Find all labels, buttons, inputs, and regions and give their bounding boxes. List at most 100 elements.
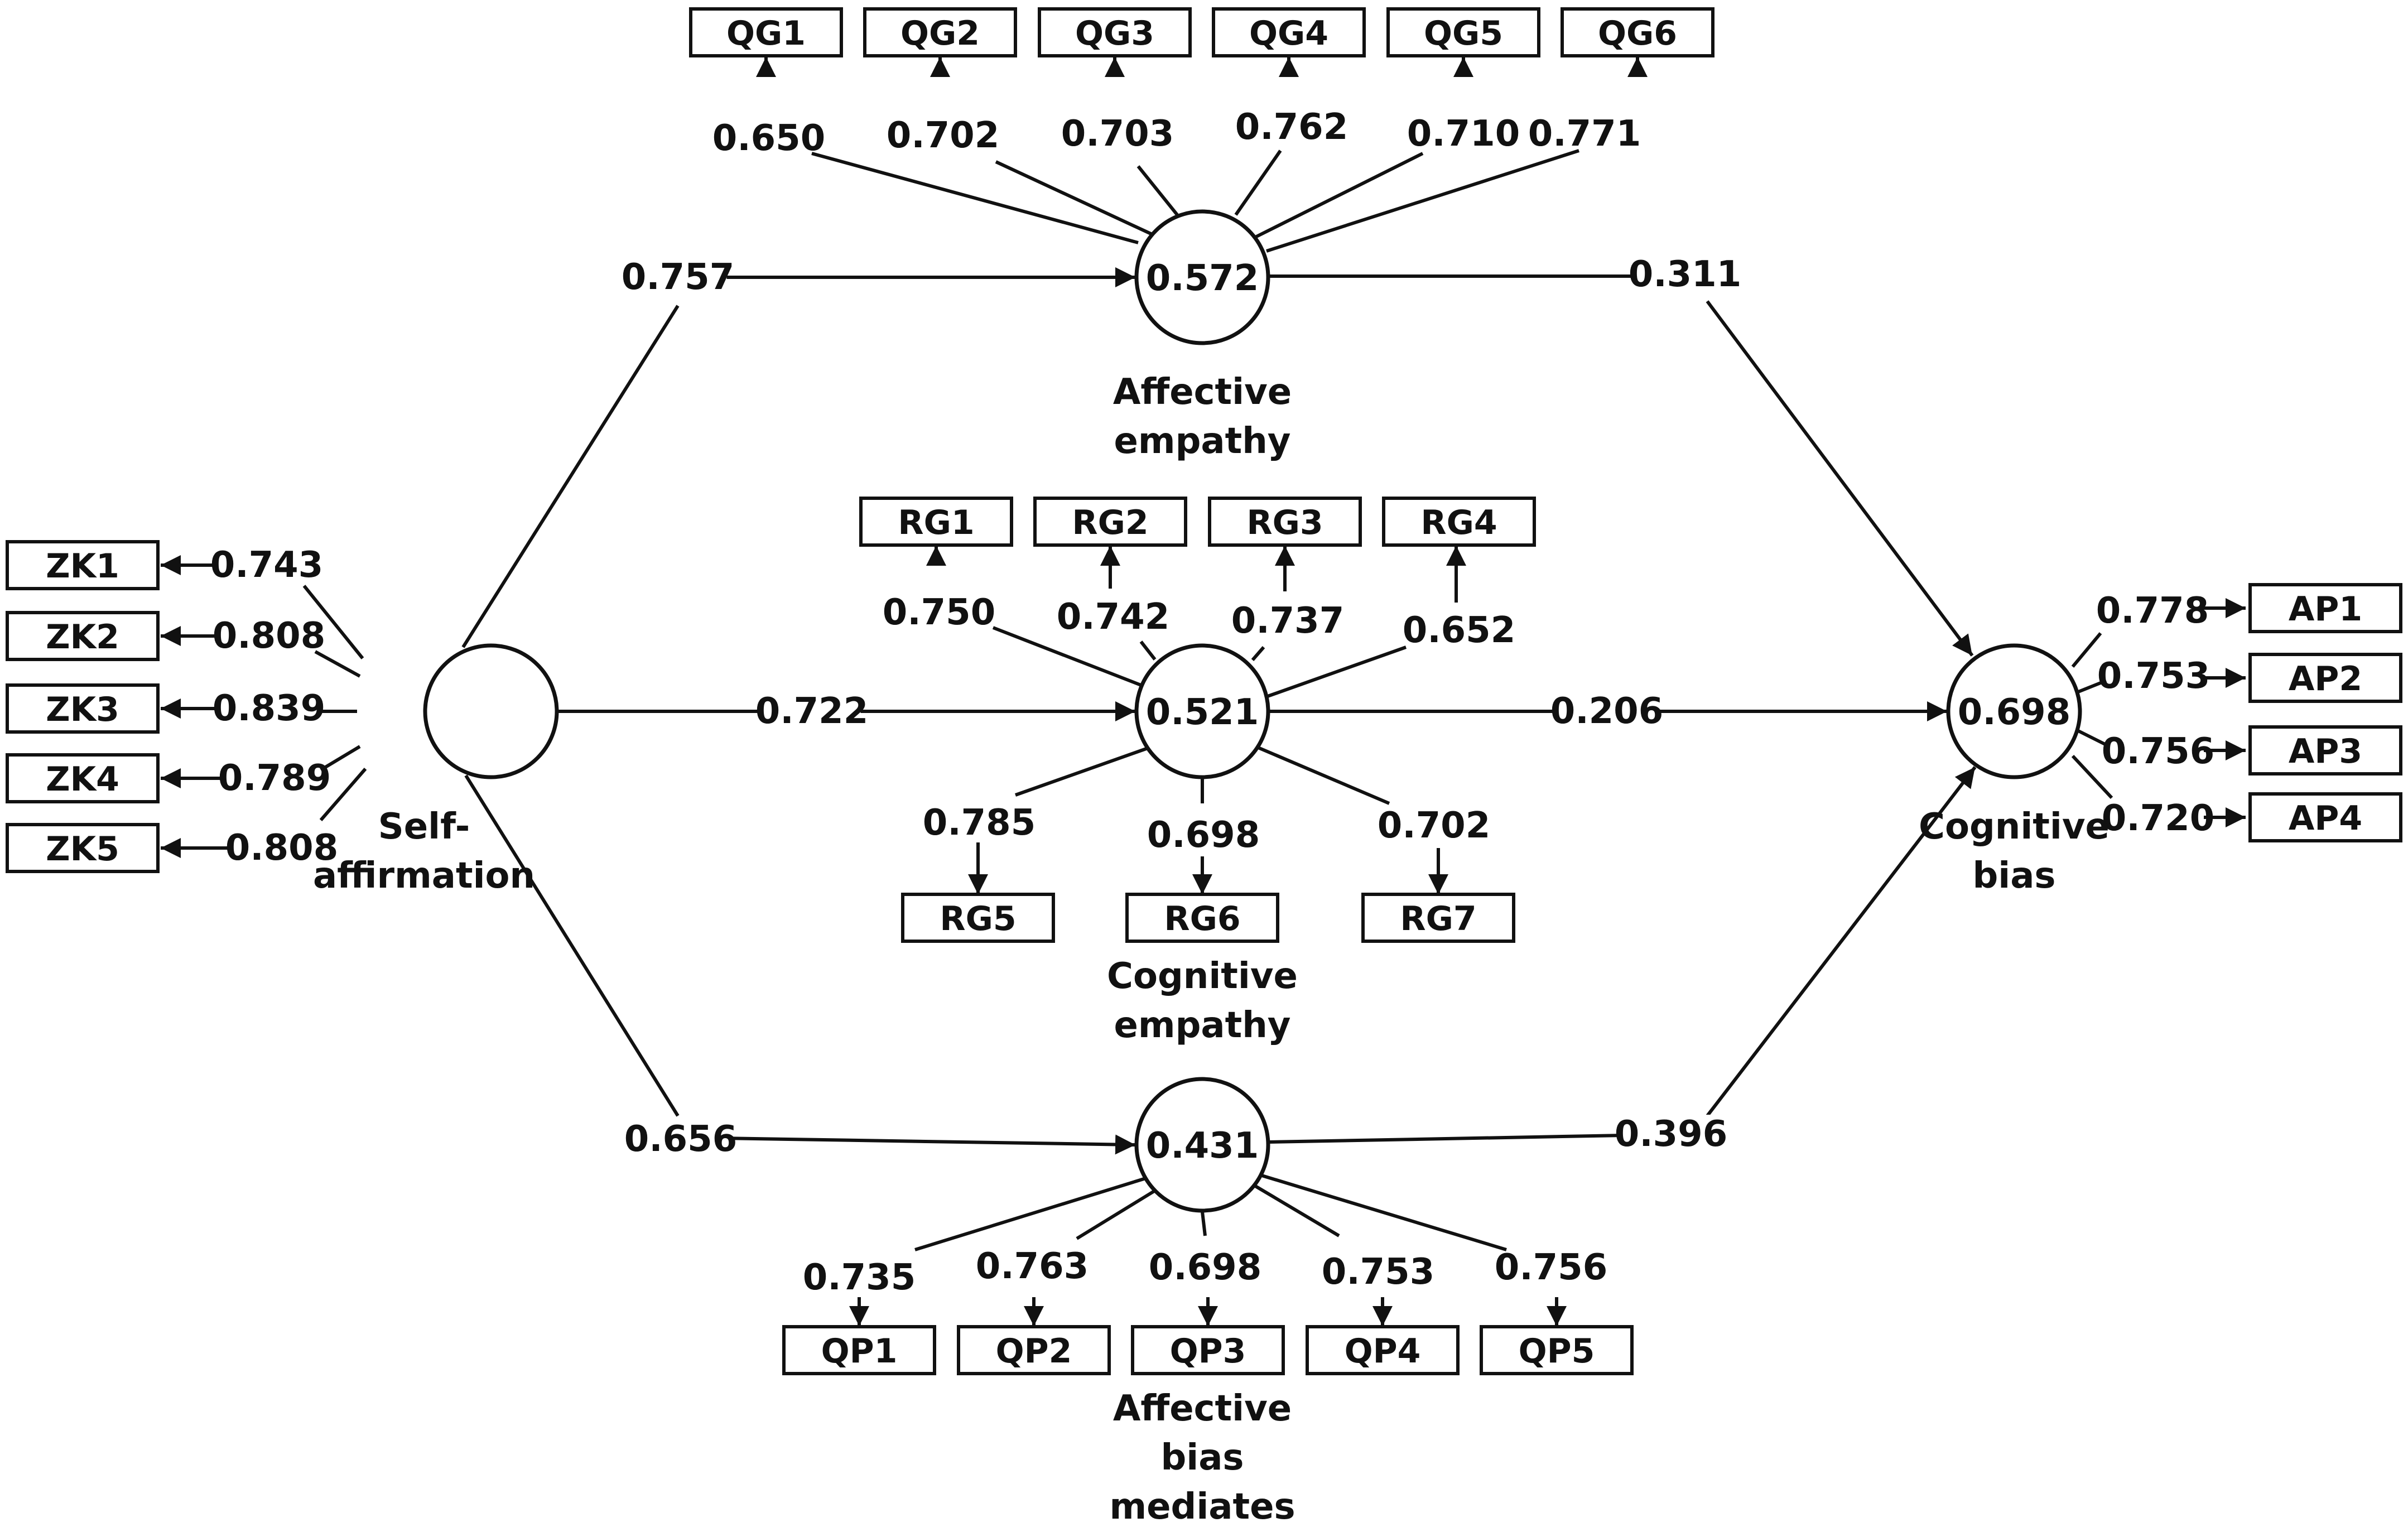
- path-arrow-ab-cb: [1706, 766, 1977, 1117]
- indicator-zk5-box: [6, 823, 160, 873]
- construct-cognitive-empathy: [1134, 643, 1270, 779]
- construct-circles-layer: [423, 209, 2082, 1213]
- indicator-qg2-label: QG2: [900, 14, 980, 53]
- indicator-rg7-box: [1361, 893, 1515, 943]
- path-coefficient-affective-empathy-to-cognitive-bias-background: [1636, 255, 1734, 294]
- loading-line-rg4: [1266, 646, 1407, 698]
- loading-line-qg3: [1136, 165, 1179, 216]
- indicator-ap4-label: AP4: [2289, 799, 2362, 838]
- loading-qp2: 0.763: [976, 1246, 1089, 1287]
- indicator-qp3-box: [1131, 1325, 1285, 1375]
- indicator-qp5-box: [1480, 1325, 1634, 1375]
- indicator-rg2-box: [1033, 497, 1187, 547]
- caption-cognitive-empathy-line-2: empathy: [1114, 1005, 1291, 1046]
- indicator-ap2-box: [2248, 653, 2402, 703]
- indicator-qg1-box: [689, 7, 843, 57]
- loading-ap1: 0.778: [2096, 590, 2209, 632]
- indicator-rg4-label: RG4: [1420, 503, 1497, 542]
- indicator-qg3-label: QG3: [1075, 14, 1154, 53]
- loading-line-qg4: [1234, 150, 1282, 216]
- loading-line-ap4: [2071, 754, 2113, 799]
- loading-qp1: 0.735: [803, 1257, 916, 1298]
- indicator-rg6-label: RG6: [1164, 899, 1240, 938]
- indicator-zk2-box: [6, 611, 160, 661]
- caption-cognitive-bias-line-1: Cognitive: [1919, 806, 2110, 847]
- r2-cognitive-empathy: 0.521: [1146, 692, 1259, 733]
- loading-qg2: 0.702: [887, 115, 999, 156]
- indicator-qp2-label: QP2: [996, 1332, 1072, 1371]
- indicator-qg3-box: [1038, 7, 1192, 57]
- loading-qp4: 0.753: [1322, 1251, 1434, 1293]
- loading-line-qp4: [1249, 1181, 1340, 1237]
- indicator-zk1-label: ZK1: [46, 547, 119, 586]
- indicator-zk5-label: ZK5: [46, 830, 119, 869]
- loading-line-qp1: [914, 1176, 1150, 1251]
- loading-line-zk2: [314, 650, 361, 678]
- loading-zk4: 0.789: [218, 758, 331, 799]
- indicator-rg3-label: RG3: [1246, 503, 1323, 542]
- indicator-rg4-box: [1382, 497, 1536, 547]
- indicator-qp1-box: [782, 1325, 936, 1375]
- caption-self-affirmation-line-1: Self-: [378, 806, 470, 847]
- loading-zk3: 0.839: [213, 688, 325, 729]
- loading-rg6: 0.698: [1147, 815, 1260, 856]
- loading-line-qg6: [1266, 149, 1579, 253]
- loading-qg1: 0.650: [712, 118, 825, 159]
- caption-affective-bias-line-3: mediates: [1109, 1486, 1295, 1527]
- loading-line-qp3: [1201, 1211, 1207, 1236]
- indicator-qp5-label: QP5: [1519, 1332, 1595, 1371]
- construct-affective-empathy: [1134, 209, 1270, 345]
- path-line-sa-ae: [461, 305, 680, 648]
- indicator-qg6-label: QG6: [1598, 14, 1677, 53]
- construct-affective-bias-mediates: [1134, 1077, 1270, 1213]
- caption-cognitive-bias-line-2: bias: [1972, 855, 2055, 897]
- indicator-qg1-label: QG1: [726, 14, 806, 53]
- indicator-zk4-box: [6, 753, 160, 803]
- loading-line-rg1: [992, 626, 1142, 687]
- indicator-zk3-box: [6, 683, 160, 734]
- loading-line-zk1: [302, 585, 364, 659]
- loading-qg4: 0.762: [1235, 107, 1348, 148]
- indicator-ap4-box: [2248, 792, 2402, 842]
- loading-line-ap2: [2077, 679, 2107, 693]
- path-coefficient-self-affirmation-to-affective-empathy: 0.757: [622, 257, 734, 298]
- construct-self-affirmation: [423, 643, 559, 779]
- path-coefficient-self-affirmation-to-affective-empathy-background: [629, 258, 727, 297]
- loading-zk5: 0.808: [225, 827, 338, 869]
- loading-line-rg5: [1014, 746, 1150, 797]
- indicator-ap1-label: AP1: [2289, 590, 2362, 629]
- indicator-qg5-box: [1386, 7, 1540, 57]
- path-coefficient-cognitive-empathy-to-cognitive-bias-background: [1558, 692, 1656, 731]
- loading-qg5: 0.710: [1407, 113, 1520, 155]
- indicator-rg6-box: [1125, 893, 1279, 943]
- indicator-rg2-label: RG2: [1072, 503, 1148, 542]
- indicator-rg3-box: [1208, 497, 1362, 547]
- loading-ap2: 0.753: [2097, 656, 2210, 697]
- loading-line-zk4: [320, 745, 361, 772]
- indicator-qp4-label: QP4: [1345, 1332, 1421, 1371]
- loading-line-qg2: [995, 160, 1153, 236]
- indicator-rg1-label: RG1: [898, 503, 974, 542]
- path-coefficient-self-affirmation-to-cognitive-empathy-background: [763, 692, 861, 731]
- loading-qg3: 0.703: [1061, 113, 1174, 155]
- path-coefficient-self-affirmation-to-cognitive-empathy: 0.722: [755, 691, 868, 732]
- indicator-rg5-label: RG5: [940, 899, 1016, 938]
- indicator-boxes-layer: [6, 7, 2402, 1375]
- indicator-ap1-box: [2248, 583, 2402, 633]
- loading-line-qg5: [1254, 152, 1424, 239]
- caption-affective-empathy-line-1: Affective: [1113, 372, 1292, 413]
- indicator-qg4-label: QG4: [1249, 14, 1328, 53]
- indicator-qg2-box: [863, 7, 1017, 57]
- loading-rg5: 0.785: [923, 802, 1036, 844]
- loading-rg2: 0.742: [1057, 596, 1169, 638]
- loading-line-ap1: [2071, 632, 2102, 668]
- path-coefficient-affective-bias-to-cognitive-bias: 0.396: [1615, 1114, 1727, 1155]
- path-coefficient-affective-bias-to-cognitive-bias-background: [1622, 1115, 1720, 1154]
- path-coefficient-affective-empathy-to-cognitive-bias: 0.311: [1629, 254, 1741, 295]
- indicator-zk4-label: ZK4: [46, 760, 119, 799]
- path-line-ab-cb: [1268, 1134, 1624, 1144]
- loading-line-rg2: [1139, 640, 1157, 661]
- construct-cognitive-bias: [1946, 643, 2082, 779]
- path-coefficient-self-affirmation-to-affective-bias: 0.656: [624, 1119, 737, 1160]
- loading-ap3: 0.756: [2102, 731, 2214, 772]
